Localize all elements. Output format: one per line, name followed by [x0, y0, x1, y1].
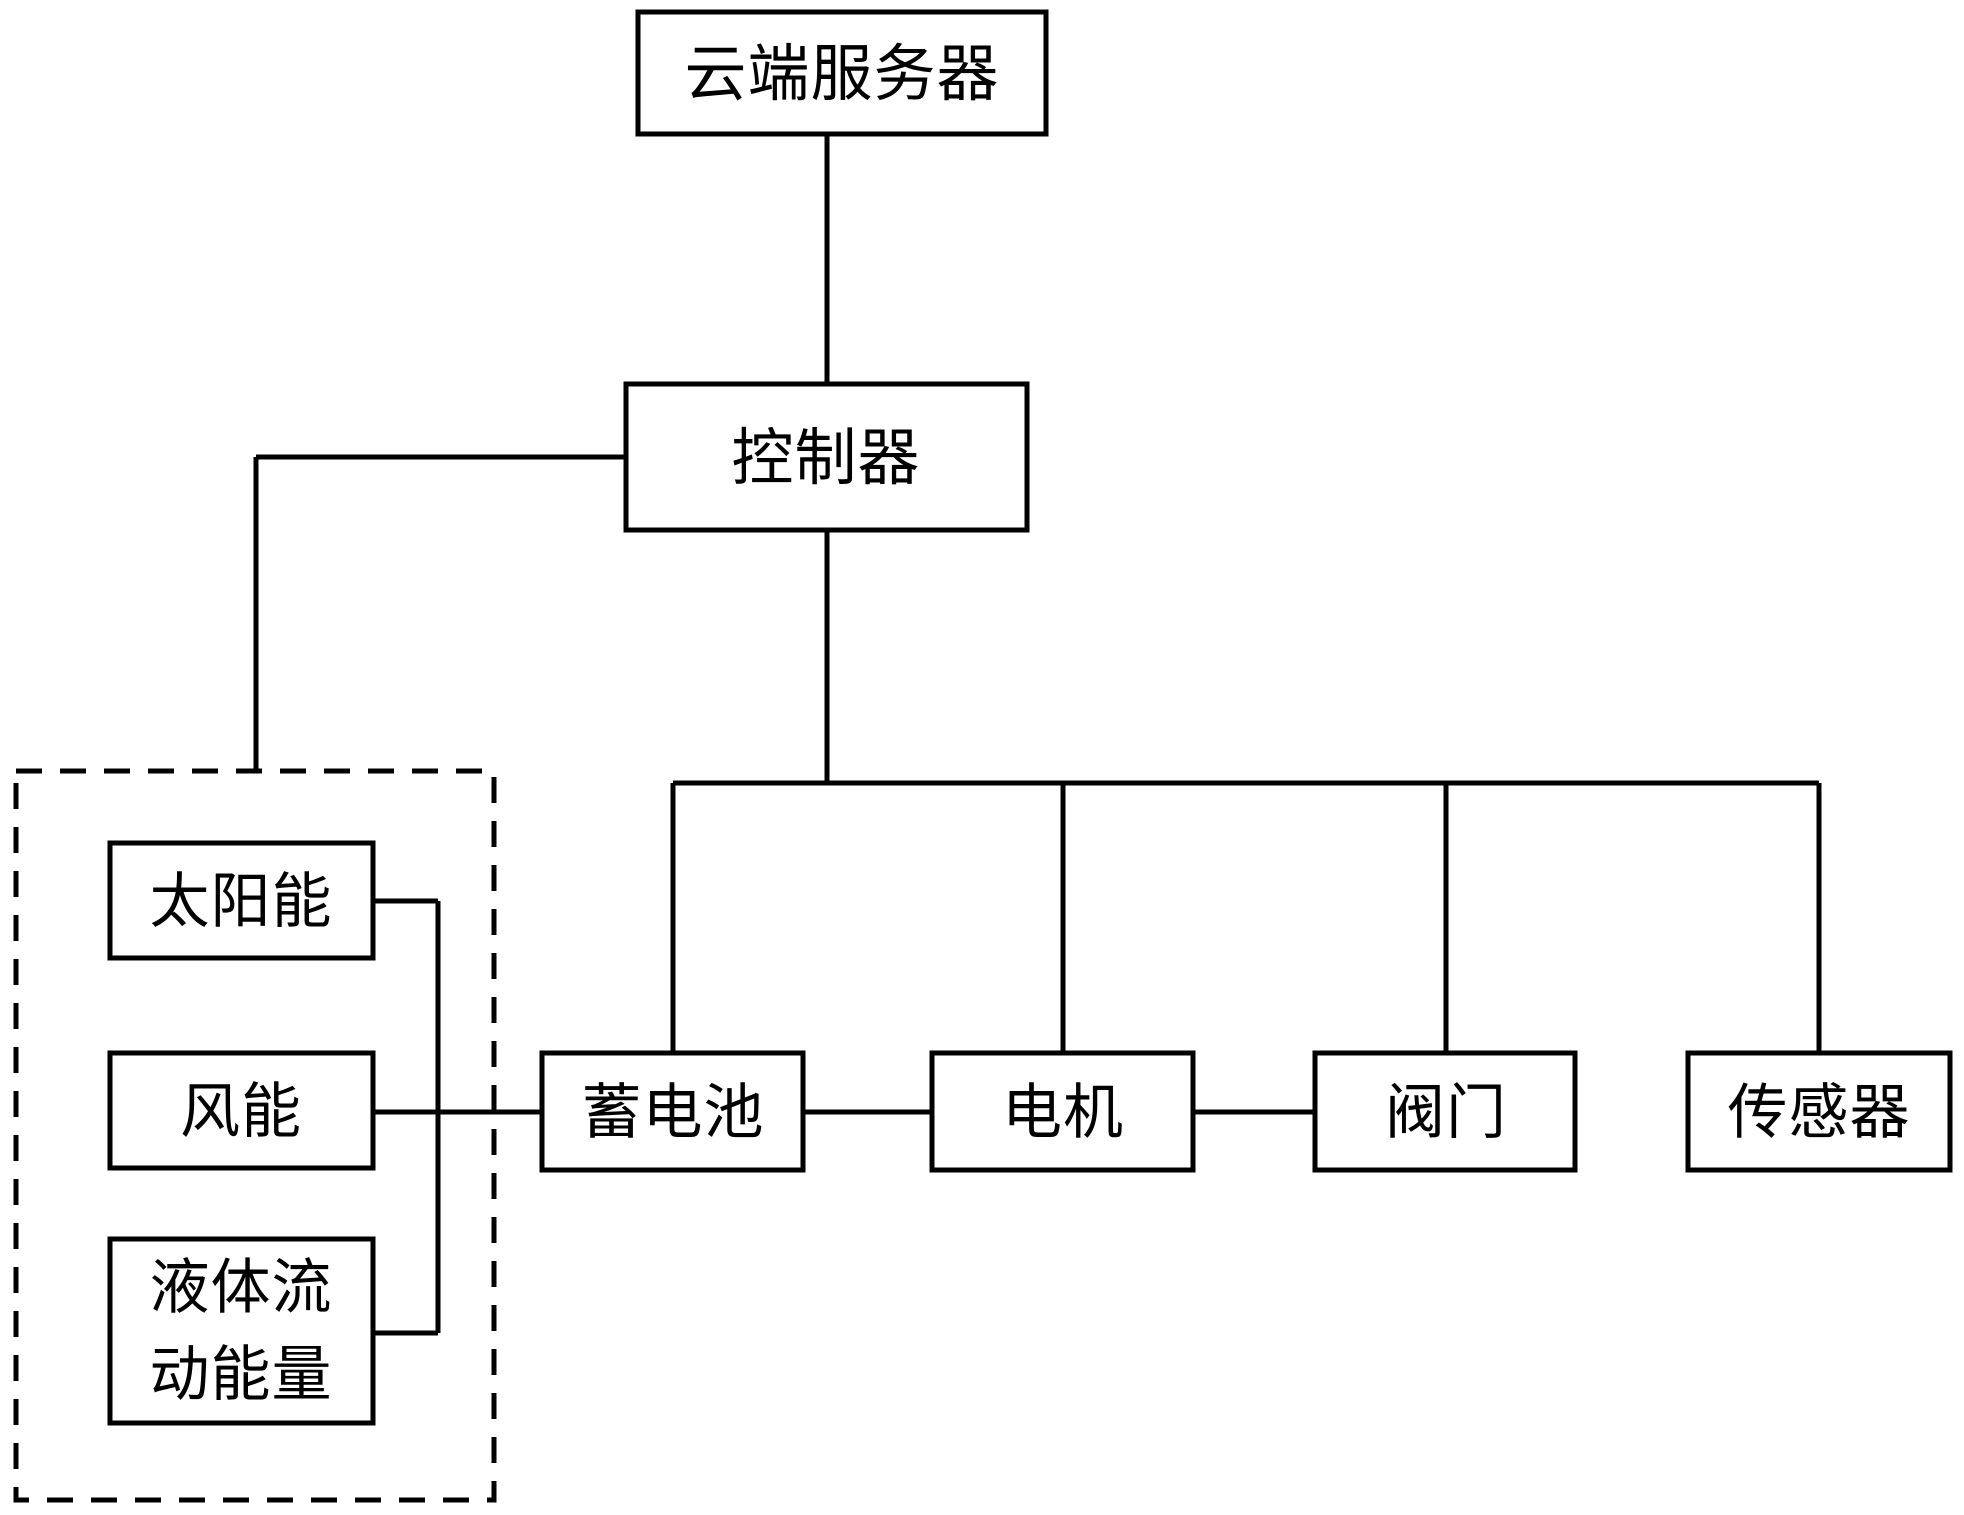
liquid-flow-energy-box[interactable]	[107, 1236, 376, 1426]
node-wind-energy[interactable]: 风能	[107, 1050, 376, 1171]
solar-energy-box[interactable]	[107, 840, 376, 961]
node-sensor[interactable]: 传感器	[1685, 1050, 1953, 1173]
node-battery[interactable]: 蓄电池	[539, 1050, 806, 1173]
solar-energy-label: 太阳能	[150, 869, 333, 935]
motor-box[interactable]	[929, 1050, 1196, 1173]
energy-harvesting-group-boundary	[13, 768, 497, 1503]
node-controller[interactable]: 控制器	[623, 381, 1030, 533]
node-liquid-flow-energy[interactable]: 液体流 动能量	[107, 1236, 376, 1426]
liquid-flow-energy-label-line1: 液体流	[150, 1255, 333, 1321]
motor-label: 电机	[1002, 1080, 1124, 1146]
wind-energy-label: 风能	[180, 1079, 302, 1145]
liquid-flow-energy-label-line2: 动能量	[150, 1342, 333, 1408]
cloud-server-label: 云端服务器	[684, 41, 999, 109]
controller-box[interactable]	[623, 381, 1030, 533]
node-motor[interactable]: 电机	[929, 1050, 1196, 1173]
node-valve[interactable]: 阀门	[1312, 1050, 1578, 1173]
connection-layer	[253, 134, 1822, 1336]
sensor-label: 传感器	[1728, 1080, 1911, 1146]
valve-box[interactable]	[1312, 1050, 1578, 1173]
battery-label: 蓄电池	[582, 1080, 765, 1146]
sensor-box[interactable]	[1685, 1050, 1953, 1173]
node-cloud-server[interactable]: 云端服务器	[635, 9, 1049, 137]
valve-label: 阀门	[1385, 1080, 1507, 1146]
wind-energy-box[interactable]	[107, 1050, 376, 1171]
battery-box[interactable]	[539, 1050, 806, 1173]
node-layer: 云端服务器 控制器 太阳能 风能 液体流 动能量 蓄电池	[107, 9, 1953, 1426]
cloud-server-box[interactable]	[635, 9, 1049, 137]
controller-label: 控制器	[731, 425, 920, 493]
node-solar-energy[interactable]: 太阳能	[107, 840, 376, 961]
